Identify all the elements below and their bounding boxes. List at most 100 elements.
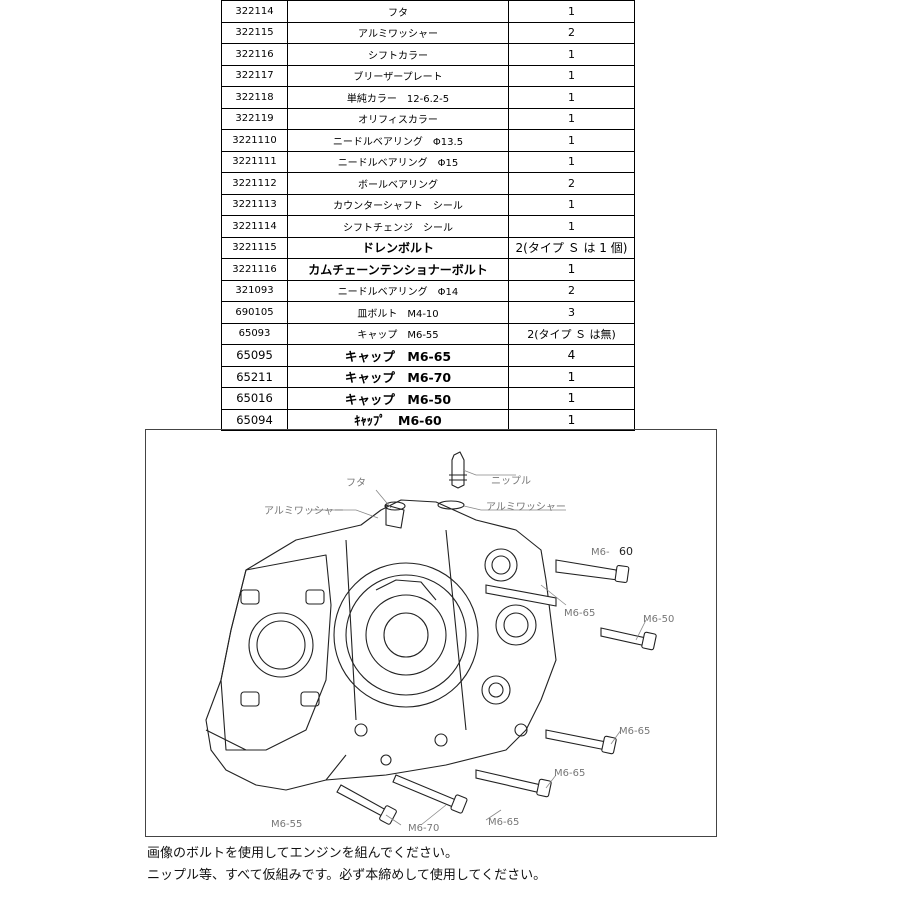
part-code-cell: 3221112 (221, 172, 288, 195)
part-code-cell: 322114 (221, 0, 288, 23)
bolt-m6-60 (555, 559, 619, 581)
assembly-note-2: ニップル等、すべて仮組みです。必ず本締めして使用してください。 (147, 868, 547, 883)
part-name-cell: ブリーザープレート (287, 64, 509, 87)
cylinder-mount (220, 554, 332, 751)
part-code-cell: 690105 (221, 301, 288, 324)
bolt-m6-70 (392, 774, 457, 808)
part-qty-cell: 4 (508, 344, 635, 367)
part-code-cell: 322117 (221, 64, 288, 87)
part-code-cell: 3221113 (221, 193, 288, 216)
part-qty-cell: 1 (508, 215, 635, 238)
bolt-m6-55 (336, 784, 387, 817)
engine-case-diagram: フタ ニップル アルミワッシャー アルミワッシャー M6- 60 M6-65 M… (145, 429, 717, 837)
part-code-cell: 65016 (221, 387, 288, 410)
label-m6-65-bottom: M6-65 (488, 817, 519, 828)
part-name-cell: カムチェーンテンショナーボルト (287, 258, 509, 281)
part-qty-cell: 1 (508, 193, 635, 216)
part-qty-cell: 1 (508, 0, 635, 23)
part-code-cell: 65095 (221, 344, 288, 367)
part-qty-cell: 1 (508, 43, 635, 66)
part-name-cell: カウンターシャフト シール (287, 193, 509, 216)
part-code-cell: 65093 (221, 322, 288, 345)
part-qty-cell: 2 (508, 279, 635, 302)
part-name-cell: 皿ボルト M4-10 (287, 301, 509, 324)
part-name-cell: シフトカラー (287, 43, 509, 66)
part-qty-cell: 1 (508, 150, 635, 173)
label-m6-60: M6- (591, 547, 610, 558)
part-code-cell: 3221111 (221, 150, 288, 173)
part-name-cell: キャップ M6-50 (287, 387, 509, 410)
part-code-cell: 65094 (221, 408, 288, 431)
part-code-cell: 65211 (221, 365, 288, 388)
part-qty-cell: 1 (508, 129, 635, 152)
label-futa: フタ (346, 477, 366, 489)
part-name-cell: ニードルベアリング Φ13.5 (287, 129, 509, 152)
part-qty-cell: 1 (508, 258, 635, 281)
part-code-cell: 322119 (221, 107, 288, 130)
part-qty-cell: 2(タイプ Ｓ は 1 個) (508, 236, 635, 259)
part-name-cell: ｷｬｯﾌﾟ M6-60 (287, 408, 509, 431)
part-code-cell: 322116 (221, 43, 288, 66)
part-qty-cell: 1 (508, 408, 635, 431)
part-code-cell: 3221110 (221, 129, 288, 152)
part-code-cell: 3221115 (221, 236, 288, 259)
bolt-m6-50 (600, 627, 647, 647)
part-name-cell: フタ (287, 0, 509, 23)
part-qty-cell: 1 (508, 365, 635, 388)
bolt-m6-65-right (545, 729, 607, 751)
part-qty-cell: 2 (508, 21, 635, 44)
part-name-cell: 単純カラー 12-6.2-5 (287, 86, 509, 109)
part-qty-cell: 3 (508, 301, 635, 324)
part-name-cell: シフトチェンジ シール (287, 215, 509, 238)
part-qty-cell: 1 (508, 86, 635, 109)
part-code-cell: 3221114 (221, 215, 288, 238)
label-washer-left: アルミワッシャー (264, 506, 344, 517)
part-qty-cell: 1 (508, 64, 635, 87)
label-m6-65-top: M6-65 (564, 608, 595, 619)
label-m6-60-number: 60 (619, 545, 633, 558)
label-m6-65-mid: M6-65 (554, 768, 585, 779)
nipple-fitting (451, 451, 465, 489)
label-m6-50: M6-50 (643, 614, 674, 625)
part-qty-cell: 1 (508, 107, 635, 130)
label-m6-55: M6-55 (271, 819, 302, 830)
part-qty-cell: 1 (508, 387, 635, 410)
part-qty-cell: 2 (508, 172, 635, 195)
bolt-m6-65-mid (475, 769, 542, 794)
label-m6-70: M6-70 (408, 823, 439, 834)
part-name-cell: キャップ M6-65 (287, 344, 509, 367)
crankcase-body (205, 499, 557, 791)
part-code-cell: 321093 (221, 279, 288, 302)
label-m6-65-right: M6-65 (619, 726, 650, 737)
crankcase-illustration: フタ ニップル アルミワッシャー アルミワッシャー M6- 60 M6-65 M… (205, 451, 674, 834)
part-name-cell: アルミワッシャー (287, 21, 509, 44)
part-code-cell: 322118 (221, 86, 288, 109)
part-name-cell: ニードルベアリング Φ15 (287, 150, 509, 173)
part-code-cell: 322115 (221, 21, 288, 44)
part-name-cell: ボールベアリング (287, 172, 509, 195)
part-qty-cell: 2(タイプ Ｓ は無) (508, 322, 635, 345)
part-name-cell: ドレンボルト (287, 236, 509, 259)
bolt-m6-65-top (485, 584, 557, 607)
label-nipple: ニップル (491, 475, 531, 487)
